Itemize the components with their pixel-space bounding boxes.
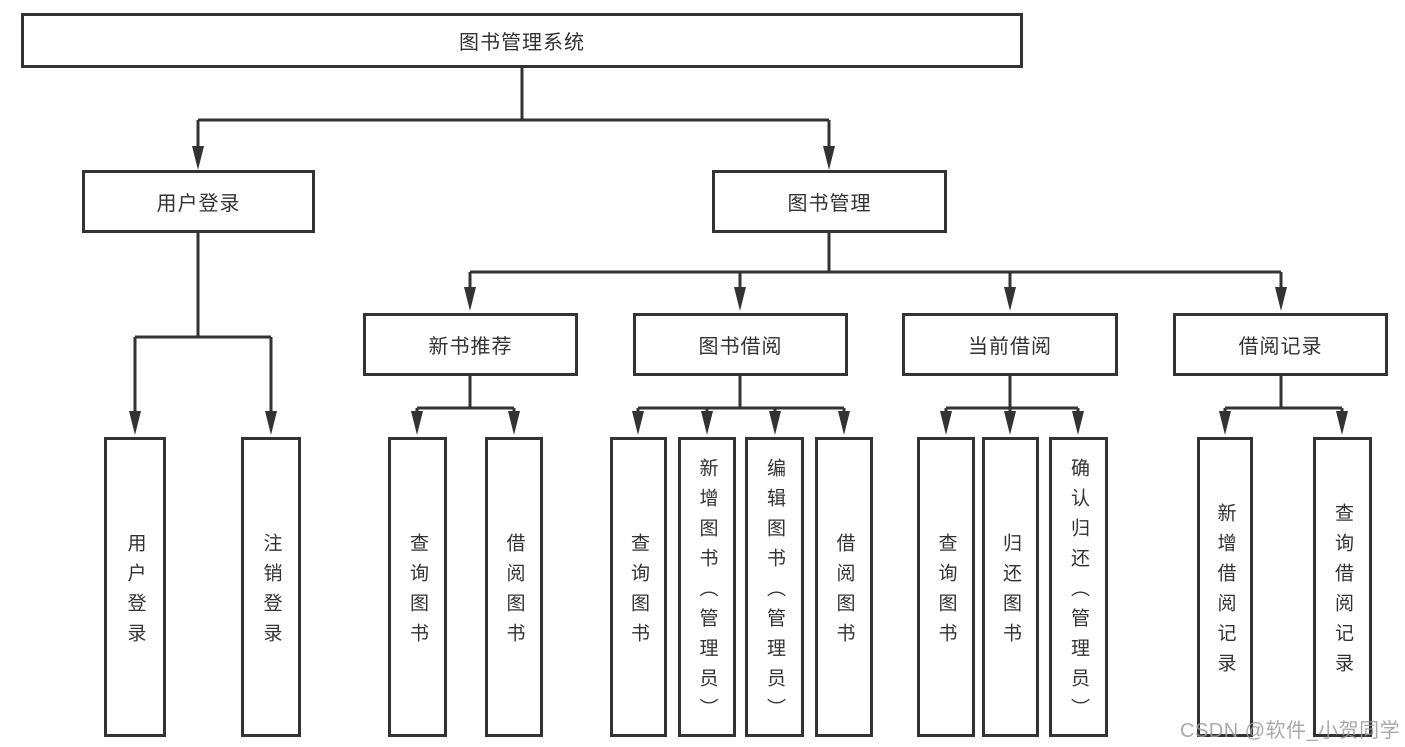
connector-user-login <box>133 233 273 417</box>
leaf-logout: 注销登录 <box>241 437 301 737</box>
node-new-book-recommendation: 新书推荐 <box>363 313 578 376</box>
node-borrowing-records: 借阅记录 <box>1173 313 1388 376</box>
connector-root <box>196 68 831 152</box>
node-book-borrowing: 图书借阅 <box>633 313 848 376</box>
leaf-user-login: 用户登录 <box>104 437 166 737</box>
leaf-borrowing-borrow-books: 借阅图书 <box>815 437 873 737</box>
leaf-newbook-borrow-books: 借阅图书 <box>485 437 543 737</box>
connector-book-management <box>468 233 1283 293</box>
csdn-watermark: CSDN @软件_小贺同学 <box>1180 720 1401 742</box>
connector-borrowing <box>636 376 846 417</box>
leaf-borrowing-edit-books-admin: 编辑图书（管理员） <box>745 437 804 737</box>
leaf-borrowing-add-books-admin: 新增图书（管理员） <box>678 437 736 737</box>
node-user-login: 用户登录 <box>82 170 315 233</box>
node-book-management: 图书管理 <box>712 170 947 233</box>
node-library-management-system: 图书管理系统 <box>21 13 1023 68</box>
leaf-newbook-query-books: 查询图书 <box>388 437 447 737</box>
leaf-records-query-record: 查询借阅记录 <box>1313 437 1372 737</box>
connector-records <box>1223 376 1344 417</box>
leaf-current-confirm-return-admin: 确认归还（管理员） <box>1049 437 1108 737</box>
arrowheads <box>129 146 1348 435</box>
leaf-current-query-books: 查询图书 <box>917 437 975 737</box>
connector-new-book <box>415 376 516 417</box>
leaf-records-add-record: 新增借阅记录 <box>1197 437 1253 737</box>
node-current-borrowing: 当前借阅 <box>902 313 1118 376</box>
leaf-current-return-books: 归还图书 <box>982 437 1039 737</box>
connector-current <box>944 376 1080 417</box>
leaf-borrowing-query-books: 查询图书 <box>610 437 667 737</box>
